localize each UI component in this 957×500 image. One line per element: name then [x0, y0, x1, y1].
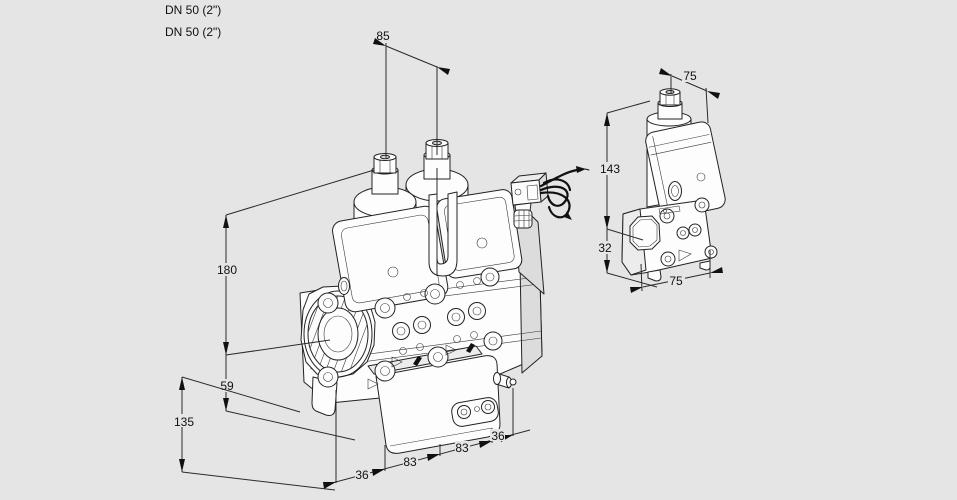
main-valve-fasteners	[317, 267, 503, 390]
main-valve-yoke	[428, 191, 458, 277]
dim-side-143-32: 143 32	[596, 100, 658, 288]
dim-label-180: 180	[217, 263, 237, 277]
dim-side-top-75: 75	[659, 68, 720, 124]
dim-label-143: 143	[600, 162, 620, 176]
side-valve-flow-triangle	[678, 249, 692, 262]
dim-label-75-top: 75	[683, 69, 697, 83]
main-valve-drawing	[299, 139, 545, 454]
port-labels: DN 50 (2") DN 50 (2")	[165, 3, 221, 39]
dim-label-75-bottom: 75	[669, 274, 683, 288]
port-label-2: DN 50 (2")	[165, 25, 221, 39]
dim-label-83-right: 83	[455, 441, 469, 455]
cable-connector-drawing	[510, 166, 590, 229]
dim-label-36-right: 36	[491, 429, 505, 443]
side-valve-hex-plug	[629, 215, 661, 251]
side-valve-drawing	[621, 88, 726, 282]
flow-triangle-3	[367, 378, 379, 390]
dim-label-32: 32	[598, 241, 612, 255]
dim-height-135: 135	[171, 376, 336, 491]
flow-mark-right	[466, 343, 475, 353]
main-valve-left-cover	[332, 205, 449, 313]
dim-actuator-spacing-85: 85	[373, 29, 450, 276]
dim-bottom-chain: 36 83 83 36	[323, 388, 531, 489]
dim-side-bottom-75: 75	[630, 250, 723, 293]
side-valve-body	[621, 197, 718, 282]
dim-label-135: 135	[174, 415, 194, 429]
dim-height-180-59: 180 59	[214, 169, 375, 441]
main-valve-bottom-housing	[367, 345, 517, 454]
housing-side-knob	[493, 372, 517, 389]
flow-triangle-2	[445, 344, 457, 356]
dim-label-36-left: 36	[355, 468, 369, 482]
connector-strain-relief	[513, 209, 533, 229]
port-label-1: DN 50 (2")	[165, 3, 221, 17]
dim-label-85: 85	[376, 29, 390, 43]
dim-label-83-left: 83	[403, 455, 417, 469]
side-valve-cover	[645, 121, 726, 219]
flow-triangle-1	[391, 356, 403, 368]
connector-coiled-cable	[539, 166, 590, 220]
flow-mark-left	[413, 356, 422, 366]
